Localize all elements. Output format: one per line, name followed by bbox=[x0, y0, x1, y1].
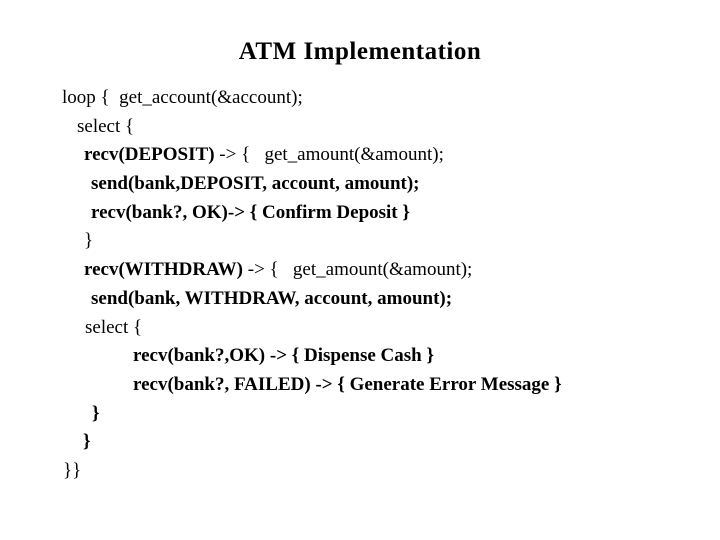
code-line-3: recv(DEPOSIT) -> { get_amount(&amount); bbox=[62, 141, 710, 170]
code-line-13: } bbox=[62, 428, 710, 457]
code-line-14: }} bbox=[62, 457, 710, 486]
code-line-4: send(bank,DEPOSIT, account, amount); bbox=[62, 170, 710, 199]
code-segment: -> { get_amount(&amount); bbox=[214, 144, 444, 166]
code-segment: recv(bank?, OK)-> { Confirm Deposit } bbox=[91, 201, 410, 223]
code-segment: recv(WITHDRAW) bbox=[84, 259, 244, 281]
code-segment: recv(bank?,OK) -> { Dispense Cash } bbox=[133, 345, 434, 367]
code-line-6: } bbox=[62, 227, 710, 256]
code-line-2: select { bbox=[62, 113, 710, 142]
code-segment: } bbox=[83, 431, 91, 453]
code-segment: select { bbox=[77, 115, 135, 137]
code-block: loop { get_account(&account);select { rec… bbox=[62, 84, 710, 486]
code-segment: send(bank, WITHDRAW, account, amount); bbox=[91, 287, 453, 309]
code-segment: } bbox=[84, 230, 94, 252]
code-segment: loop { get_account(&account); bbox=[62, 87, 303, 108]
code-line-8: send(bank, WITHDRAW, account, amount); bbox=[62, 285, 710, 314]
code-segment: }} bbox=[63, 459, 82, 481]
code-line-11: recv(bank?, FAILED) -> { Generate Error … bbox=[62, 371, 710, 400]
code-line-1: loop { get_account(&account); bbox=[62, 84, 710, 113]
code-segment: select { bbox=[85, 316, 143, 338]
code-segment: -> { get_amount(&amount); bbox=[243, 259, 473, 281]
page-title: ATM Implementation bbox=[238, 38, 482, 65]
code-segment: recv(DEPOSIT) bbox=[84, 144, 215, 166]
code-line-5: recv(bank?, OK)-> { Confirm Deposit } bbox=[62, 199, 710, 228]
code-segment: send(bank,DEPOSIT, account, amount); bbox=[91, 173, 420, 195]
code-line-10: recv(bank?,OK) -> { Dispense Cash } bbox=[62, 342, 710, 371]
code-line-7: recv(WITHDRAW) -> { get_amount(&amount); bbox=[62, 256, 710, 285]
code-line-12: } bbox=[62, 400, 710, 429]
code-segment: recv(bank?, FAILED) -> { Generate Error … bbox=[133, 373, 562, 395]
code-line-9: select { bbox=[62, 314, 710, 343]
code-segment: } bbox=[92, 402, 100, 424]
